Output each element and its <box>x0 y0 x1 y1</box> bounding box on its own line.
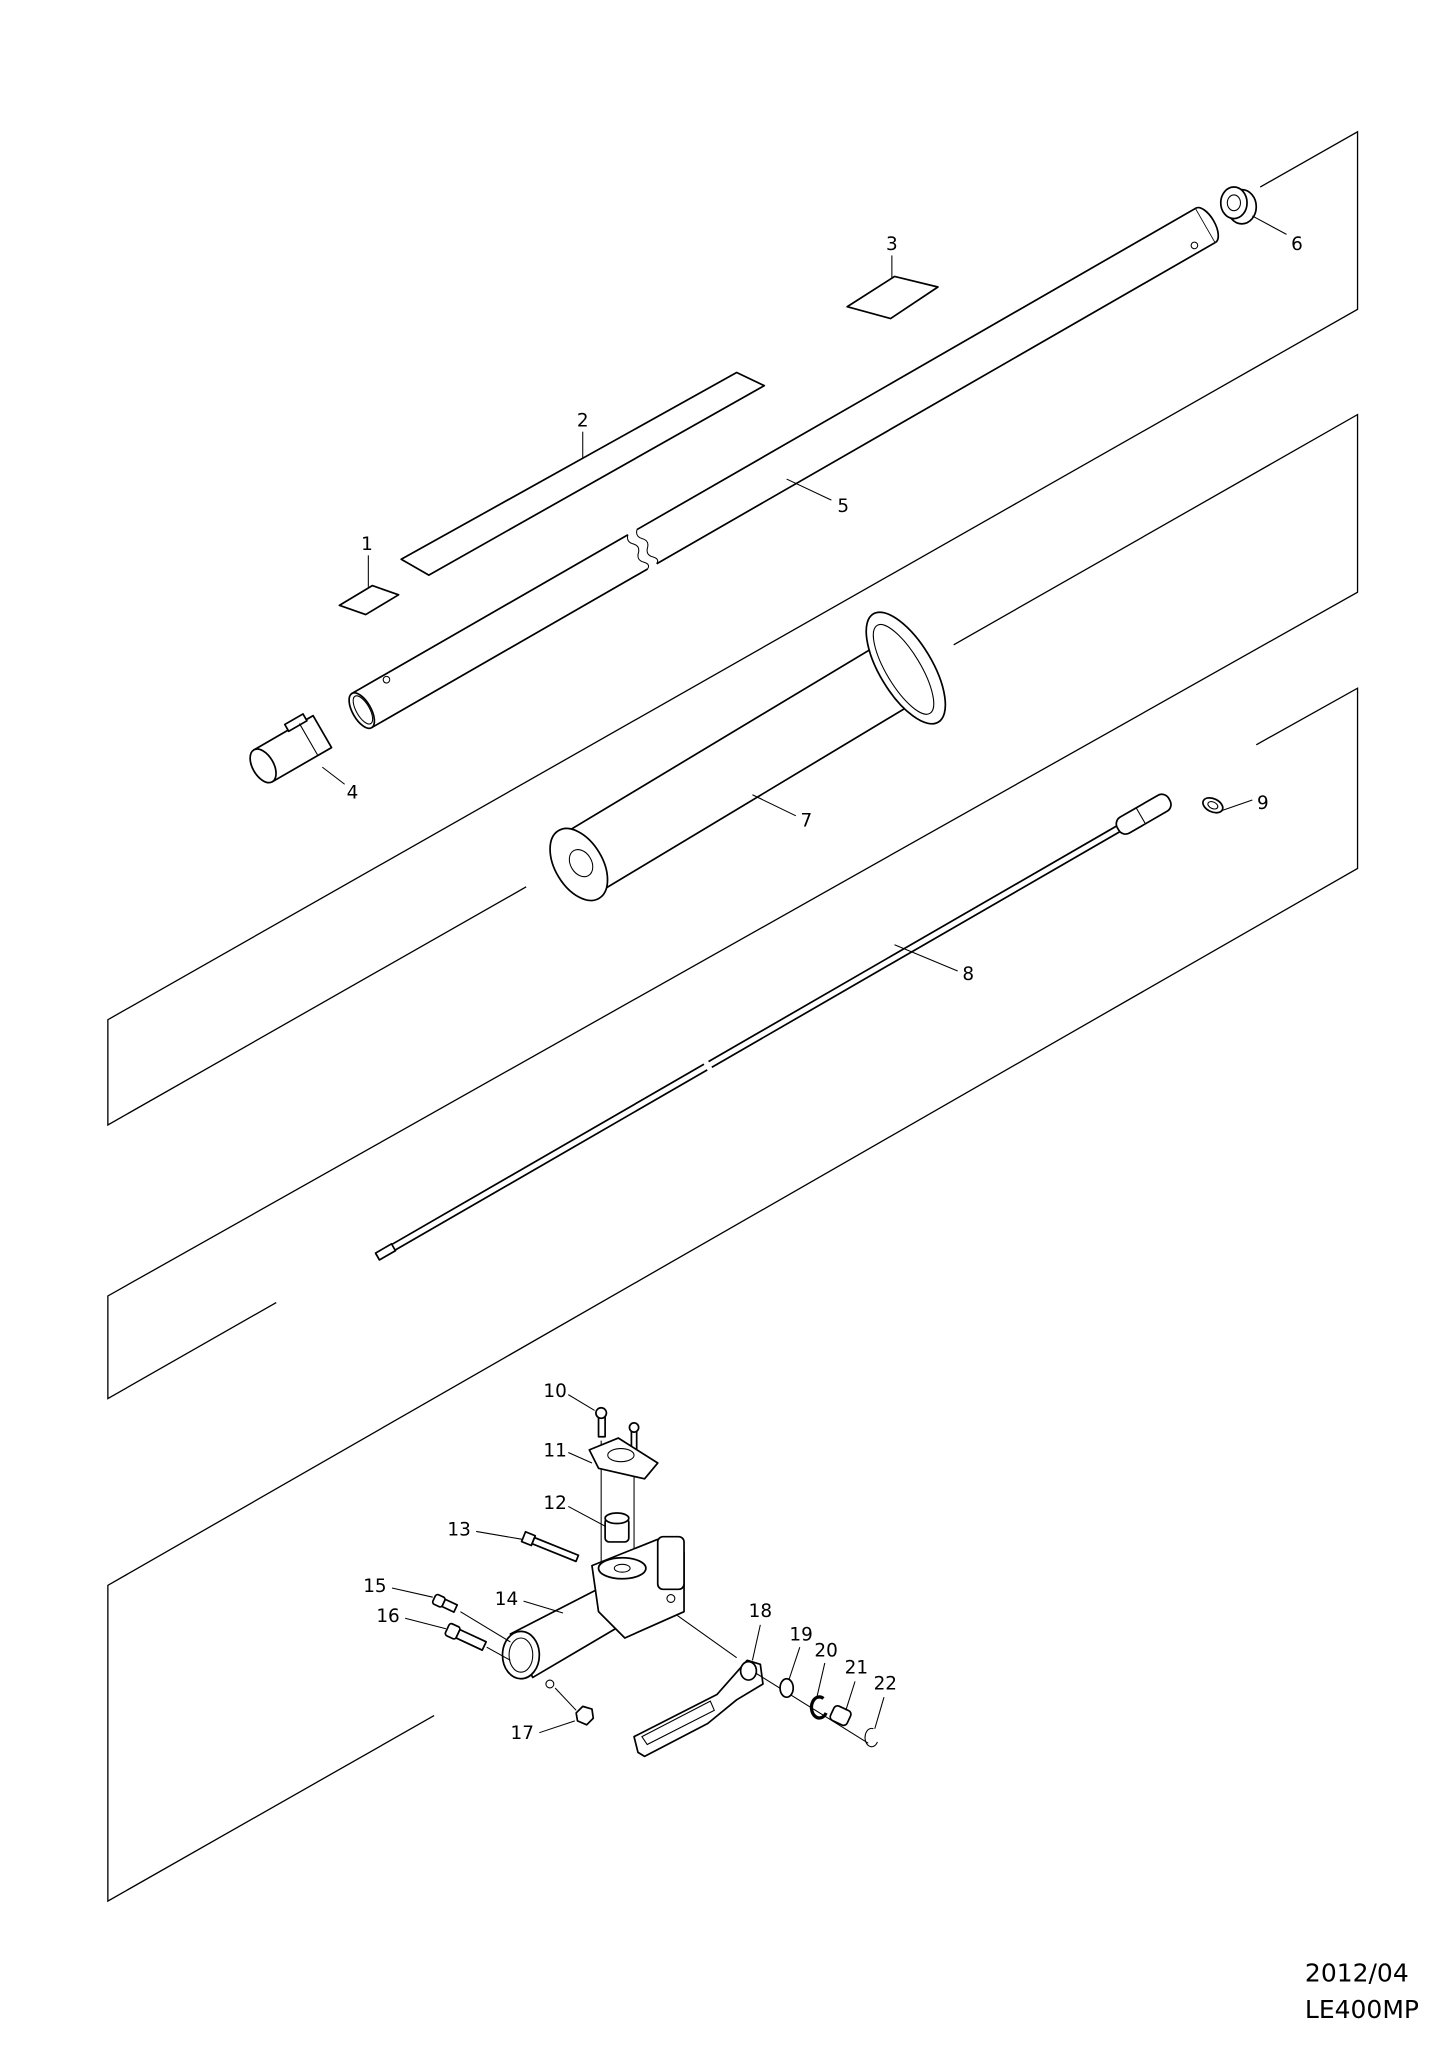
part-5-shaft-tube <box>348 206 1220 730</box>
callout-10: 10 <box>543 1381 566 1402</box>
callout-3: 3 <box>886 234 898 255</box>
part-12-knob <box>604 1512 630 1543</box>
part-20-e-ring <box>809 1695 828 1720</box>
footer-model: LE400MP <box>1305 1995 1419 2024</box>
part-18-throttle-lever <box>633 1615 869 1758</box>
throttle-housing-assembly <box>431 1406 878 1758</box>
callout-13: 13 <box>447 1519 470 1540</box>
callout-20: 20 <box>814 1640 837 1661</box>
callout-7: 7 <box>801 810 813 831</box>
panel-frames <box>107 130 1359 1903</box>
part-13-bolt <box>520 1530 580 1563</box>
callout-8: 8 <box>962 964 974 985</box>
callout-11: 11 <box>543 1440 566 1461</box>
callout-4: 4 <box>347 783 359 804</box>
part-17-nut <box>575 1705 595 1726</box>
part-11-cover <box>588 1437 659 1480</box>
callout-17: 17 <box>511 1723 534 1744</box>
callout-labels: 1 2 3 4 5 6 7 8 9 10 11 12 13 14 15 16 1… <box>347 234 1303 1744</box>
part-16-screw <box>444 1622 488 1652</box>
callout-22: 22 <box>874 1673 897 1694</box>
part-14-throttle-body <box>501 1535 685 1689</box>
callout-19: 19 <box>789 1625 812 1646</box>
callout-2: 2 <box>577 410 589 431</box>
part-2-label-sticker <box>400 371 766 576</box>
callout-16: 16 <box>376 1606 399 1627</box>
leader-lines <box>321 215 1287 1734</box>
callout-14: 14 <box>495 1589 518 1610</box>
part-9-circlip <box>1202 796 1224 814</box>
part-19-washer <box>779 1677 795 1699</box>
part-22-clip <box>864 1727 878 1748</box>
part-15-screw <box>431 1593 459 1613</box>
part-6-bushing <box>1219 186 1258 225</box>
callout-1: 1 <box>361 534 373 555</box>
callout-9: 9 <box>1257 793 1269 814</box>
part-3-label-sticker <box>846 275 939 320</box>
part-1-label-sticker <box>338 584 400 616</box>
callout-15: 15 <box>363 1576 386 1597</box>
callout-12: 12 <box>543 1493 566 1514</box>
callout-21: 21 <box>845 1657 868 1678</box>
part-7-grip-handle <box>549 611 947 902</box>
callout-6: 6 <box>1291 234 1303 255</box>
callout-5: 5 <box>837 496 849 517</box>
part-8-drive-shaft <box>374 793 1172 1261</box>
callout-18: 18 <box>749 1601 772 1622</box>
footer-date: 2012/04 <box>1305 1958 1409 1987</box>
part-21-collar <box>829 1704 852 1727</box>
part-4-end-cap <box>249 713 333 784</box>
